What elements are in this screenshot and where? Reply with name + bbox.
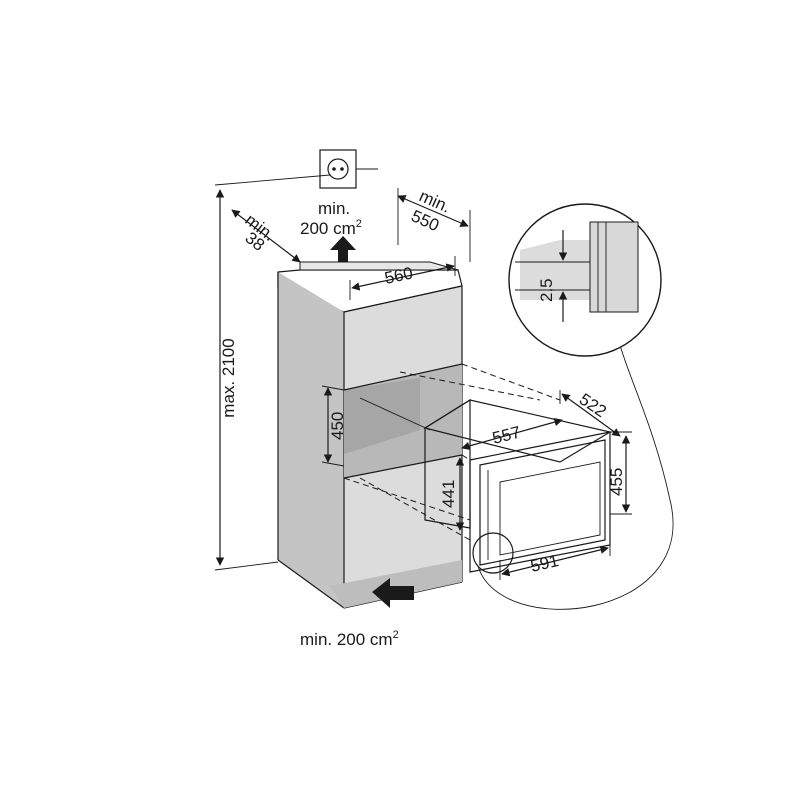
vent-top-min-label: min. bbox=[318, 199, 350, 218]
niche-height-label: 450 bbox=[328, 412, 347, 440]
bottom-vent: min. 200 cm2 bbox=[300, 578, 414, 649]
vent-bottom-value-label: min. 200 cm2 bbox=[300, 629, 399, 649]
gap-detail-label: 2,5 bbox=[537, 278, 556, 302]
max-height-dimension: max. 2100 bbox=[214, 174, 331, 571]
projection-lines bbox=[343, 363, 561, 541]
arrow-left-icon bbox=[372, 578, 414, 608]
min-38-dimension: min. 38 bbox=[231, 209, 301, 263]
arrow-up-icon bbox=[330, 236, 356, 262]
appliance-front-width-dimension: 557 bbox=[461, 417, 563, 451]
vent-top-value-label: 200 cm2 bbox=[300, 218, 362, 238]
appliance-height-455-dimension: 455 bbox=[607, 431, 632, 515]
glass-door bbox=[499, 461, 601, 556]
max-height-label: max. 2100 bbox=[219, 338, 238, 417]
appliance-depth-label: 522 bbox=[576, 390, 610, 422]
appliance-height-455-label: 455 bbox=[607, 468, 626, 496]
appliance-height-441-label: 441 bbox=[439, 480, 458, 508]
top-vent: min. 200 cm2 bbox=[300, 199, 362, 262]
detail-callout: 2,5 bbox=[472, 203, 674, 610]
appliance-depth-dimension: 522 bbox=[559, 390, 621, 437]
power-socket-icon bbox=[319, 149, 378, 189]
tall-cabinet bbox=[277, 261, 463, 609]
bottom-vent-slot bbox=[330, 560, 462, 608]
min-550-dimension: min. 550 bbox=[397, 186, 471, 262]
appliance-front-width-label: 557 bbox=[490, 423, 522, 448]
niche-width-dimension: 560 bbox=[349, 256, 456, 300]
appliance-height-441-dimension: 441 bbox=[439, 457, 465, 531]
appliance-width-591-dimension: 591 bbox=[499, 540, 611, 580]
niche-height-dimension: 450 bbox=[321, 385, 347, 467]
